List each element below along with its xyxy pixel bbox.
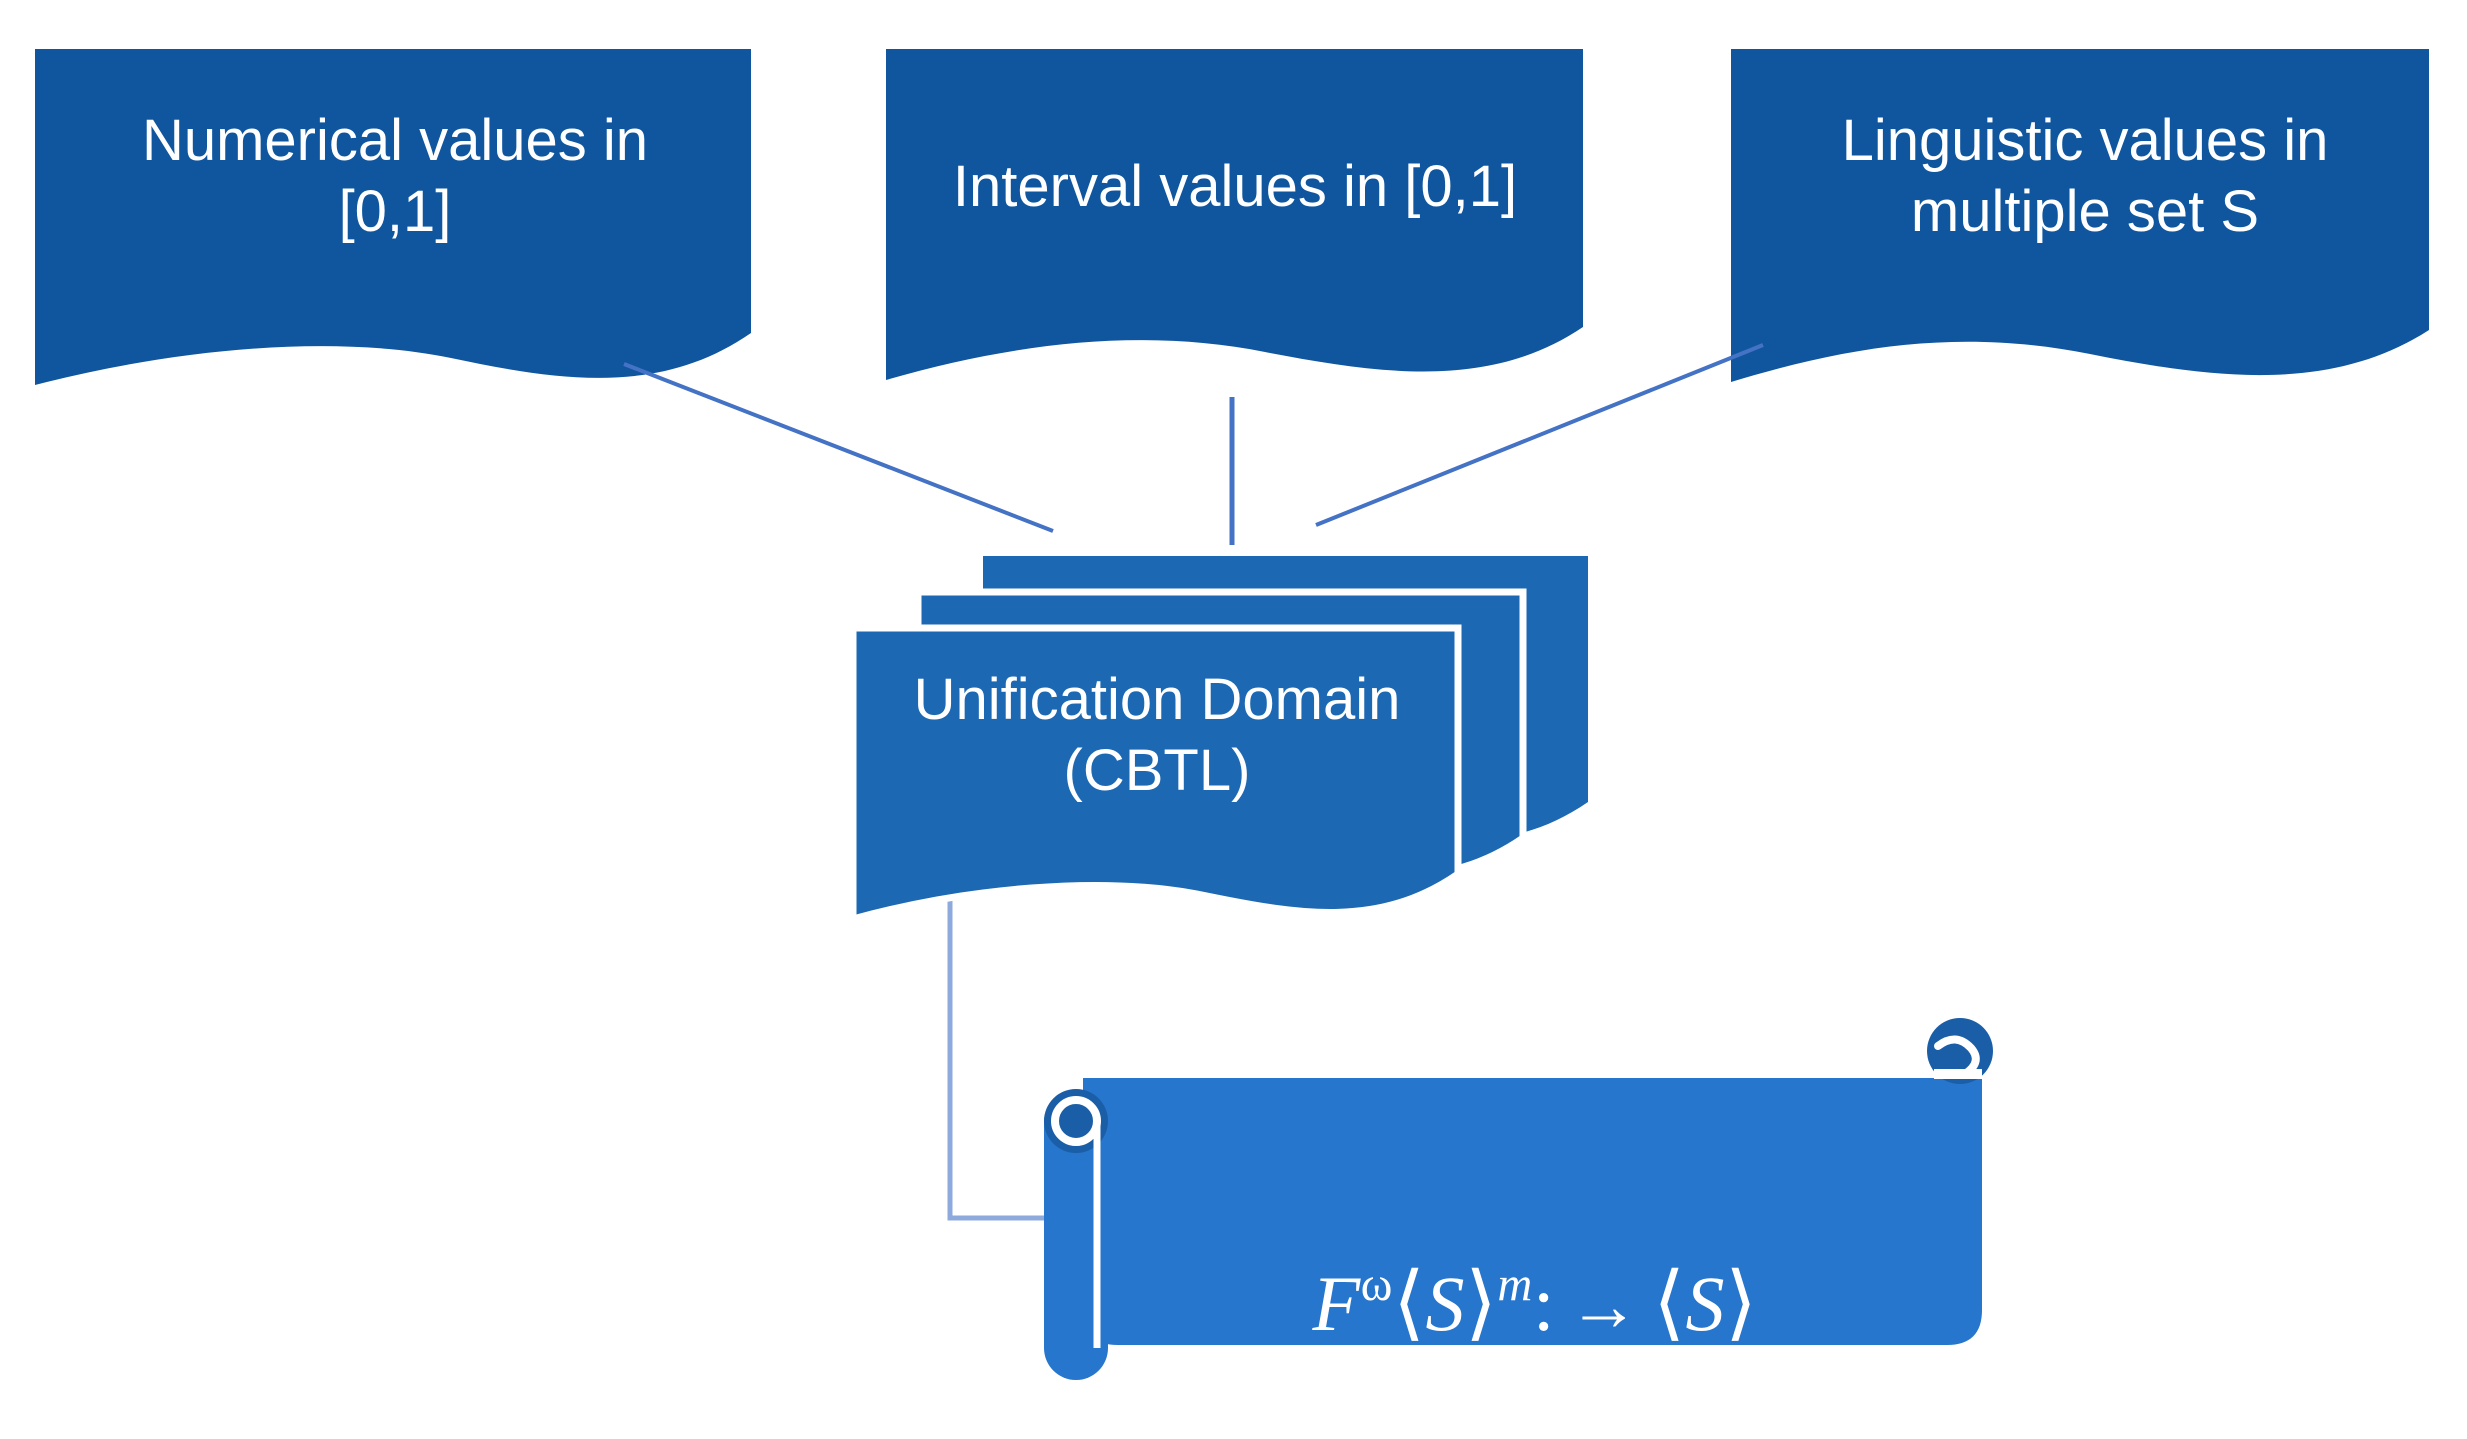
source-box-numerical-shape — [35, 49, 751, 385]
source-box-interval[interactable] — [886, 49, 1583, 380]
source-box-interval-shape — [886, 49, 1583, 380]
formula-scroll-shape[interactable] — [1044, 1018, 1993, 1380]
connector-numerical-to-cbtl — [623, 362, 1054, 533]
formula-scroll-right-curl-outline — [1934, 1035, 1980, 1078]
formula-scroll-left-roll — [1044, 1090, 1108, 1380]
unification-domain-stack[interactable] — [849, 556, 1588, 924]
source-box-numerical[interactable] — [35, 49, 751, 385]
unification-layer-front — [849, 624, 1462, 924]
source-box-linguistic-shape — [1731, 49, 2429, 382]
formula-scroll-right-fold-line — [1934, 1069, 1982, 1079]
source-box-linguistic[interactable] — [1731, 49, 2429, 382]
connector-linguistic-to-cbtl — [1315, 343, 1764, 527]
connector-lines — [623, 343, 1764, 1221]
connector-cbtl-to-mapping — [947, 895, 1060, 1221]
formula-scroll-body — [1083, 1078, 1982, 1345]
